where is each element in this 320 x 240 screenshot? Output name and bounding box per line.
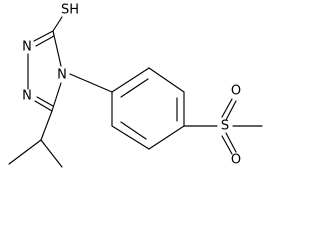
bond-s-o-top [221, 98, 233, 118]
bond-phenyl-inner-1 [120, 78, 149, 98]
atom-label-layer: SH N N N S O O [22, 3, 241, 168]
bond-isopropyl-methyl-left [8, 139, 42, 165]
bond-s-o-top-double [225, 100, 237, 121]
bond-n4-phenyl [69, 73, 113, 93]
oxygen-label-top: O [231, 84, 241, 99]
bond-c3-sh [52, 16, 63, 32]
bond-phenyl-2 [148, 67, 185, 93]
bond-phenyl-1 [111, 67, 150, 93]
bond-phenyl-5 [111, 125, 150, 150]
nitrogen-label-n2: N [22, 40, 32, 55]
nitrogen-label-n1: N [22, 89, 32, 104]
bond-s-o-bottom-double [225, 132, 237, 153]
bond-phenyl-4 [148, 125, 185, 150]
thiol-label: SH [61, 3, 79, 18]
bond-n4-c3 [52, 30, 62, 67]
bond-n1-c5 [34, 100, 53, 112]
bond-layer [8, 16, 263, 168]
bond-n1-c5-double [36, 96, 54, 107]
bond-c3-n2 [33, 30, 54, 42]
bond-phenyl-inner-3 [120, 121, 147, 140]
bond-s-o-bottom [221, 135, 233, 155]
bond-c3-n2-double [35, 35, 55, 47]
nitrogen-label-n4: N [57, 68, 67, 83]
sulfur-label: S [221, 119, 229, 134]
bond-c5-isopropyl [40, 110, 53, 141]
oxygen-label-bottom: O [231, 153, 241, 168]
chemical-structure-diagram: SH N N N S O O [8, 3, 263, 168]
bond-c5-n4 [51, 82, 62, 112]
bond-isopropyl-methyl-right [40, 139, 63, 168]
